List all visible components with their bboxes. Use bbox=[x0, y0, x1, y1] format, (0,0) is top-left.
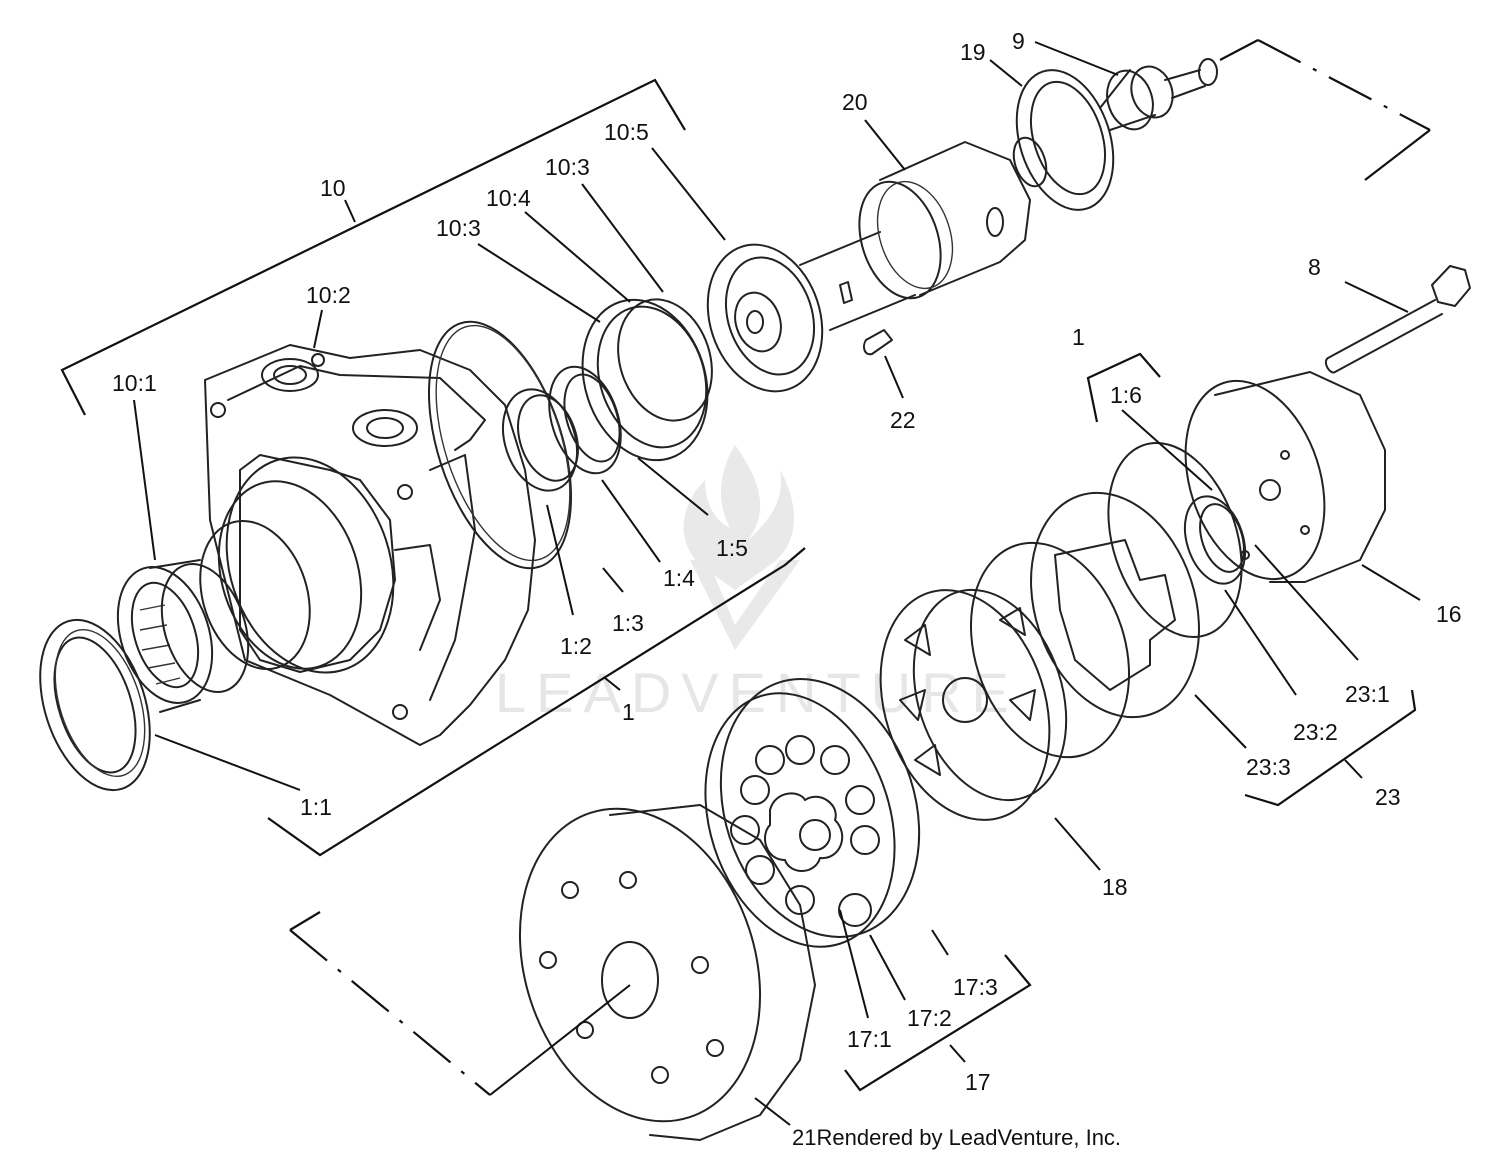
part-valve-plate bbox=[879, 588, 1068, 821]
callout-23-1: 23:1 bbox=[1345, 681, 1390, 707]
part-17-gerotor bbox=[704, 678, 921, 948]
callout-10-3-upper: 10:3 bbox=[545, 154, 590, 180]
callout-23-2: 23:2 bbox=[1293, 719, 1338, 745]
watermark: LEADVENTURE bbox=[495, 445, 1019, 724]
callout-10: 10 bbox=[320, 175, 346, 201]
part-18-manifold bbox=[969, 491, 1200, 759]
callout-21: 21 bbox=[792, 1125, 816, 1150]
part-10-2-housing bbox=[199, 344, 536, 746]
callout-10-3-lower: 10:3 bbox=[436, 215, 481, 241]
part-1-3-o-ring bbox=[427, 320, 573, 570]
callout-16: 16 bbox=[1436, 601, 1462, 627]
callout-1-5: 1:5 bbox=[716, 535, 748, 561]
callout-1-6: 1:6 bbox=[1110, 382, 1142, 408]
part-23-seal-set bbox=[1107, 441, 1247, 639]
part-1-2-seal-ring bbox=[502, 388, 579, 492]
callout-8: 8 bbox=[1308, 254, 1321, 280]
callout-10-5: 10:5 bbox=[604, 119, 649, 145]
part-20-shaft bbox=[799, 141, 1031, 331]
callout-9: 9 bbox=[1012, 28, 1025, 54]
callout-17: 17 bbox=[965, 1069, 991, 1095]
dashdot-bottom-left bbox=[289, 911, 631, 1096]
part-10-1-needle-bearing bbox=[116, 559, 250, 713]
part-10-5-thrust-bearing bbox=[706, 243, 824, 393]
bracket-23 bbox=[1244, 689, 1417, 807]
dashdot-top-right bbox=[1219, 39, 1431, 181]
callout-23-3: 23:3 bbox=[1246, 754, 1291, 780]
callout-17-2: 17:2 bbox=[907, 1005, 952, 1031]
credit-text: Rendered by LeadVenture, Inc. bbox=[816, 1125, 1121, 1150]
callout-22: 22 bbox=[890, 407, 916, 433]
bracket-10 bbox=[60, 78, 686, 416]
part-8-bolt bbox=[1324, 265, 1471, 374]
part-16-end-cap bbox=[1184, 371, 1386, 583]
leader-lines bbox=[133, 41, 1421, 1126]
callout-1-1: 1:1 bbox=[300, 794, 332, 820]
part-1-5-seal bbox=[581, 298, 713, 462]
part-19-bearing bbox=[1012, 69, 1115, 211]
bracket-17 bbox=[844, 954, 1032, 1092]
callout-1-top: 1 bbox=[1072, 324, 1085, 350]
bracket-1 bbox=[267, 547, 806, 857]
leadventure-flame-logo-icon bbox=[683, 445, 800, 650]
part-1-1-seal bbox=[39, 618, 151, 792]
part-9-drive-link bbox=[1099, 58, 1218, 131]
part-21-end-cover bbox=[518, 804, 816, 1141]
callout-18: 18 bbox=[1102, 874, 1128, 900]
callout-17-1: 17:1 bbox=[847, 1026, 892, 1052]
callout-10-1: 10:1 bbox=[112, 370, 157, 396]
part-22-key bbox=[863, 329, 893, 356]
part-1-4-back-up-ring bbox=[548, 365, 622, 475]
bracket-1-top bbox=[1086, 352, 1161, 423]
callout-10-2: 10:2 bbox=[306, 282, 351, 308]
callout-1-4: 1:4 bbox=[663, 565, 695, 591]
callout-23: 23 bbox=[1375, 784, 1401, 810]
callout-20: 20 bbox=[842, 89, 868, 115]
callout-1-3: 1:3 bbox=[612, 610, 644, 636]
callout-10-4: 10:4 bbox=[486, 185, 531, 211]
callout-17-3: 17:3 bbox=[953, 974, 998, 1000]
credit-line: 21Rendered by LeadVenture, Inc. bbox=[792, 1125, 1121, 1150]
callout-1-2: 1:2 bbox=[560, 633, 592, 659]
watermark-text: LEADVENTURE bbox=[495, 661, 1019, 724]
callout-1-mid: 1 bbox=[622, 699, 635, 725]
callout-19: 19 bbox=[960, 39, 986, 65]
